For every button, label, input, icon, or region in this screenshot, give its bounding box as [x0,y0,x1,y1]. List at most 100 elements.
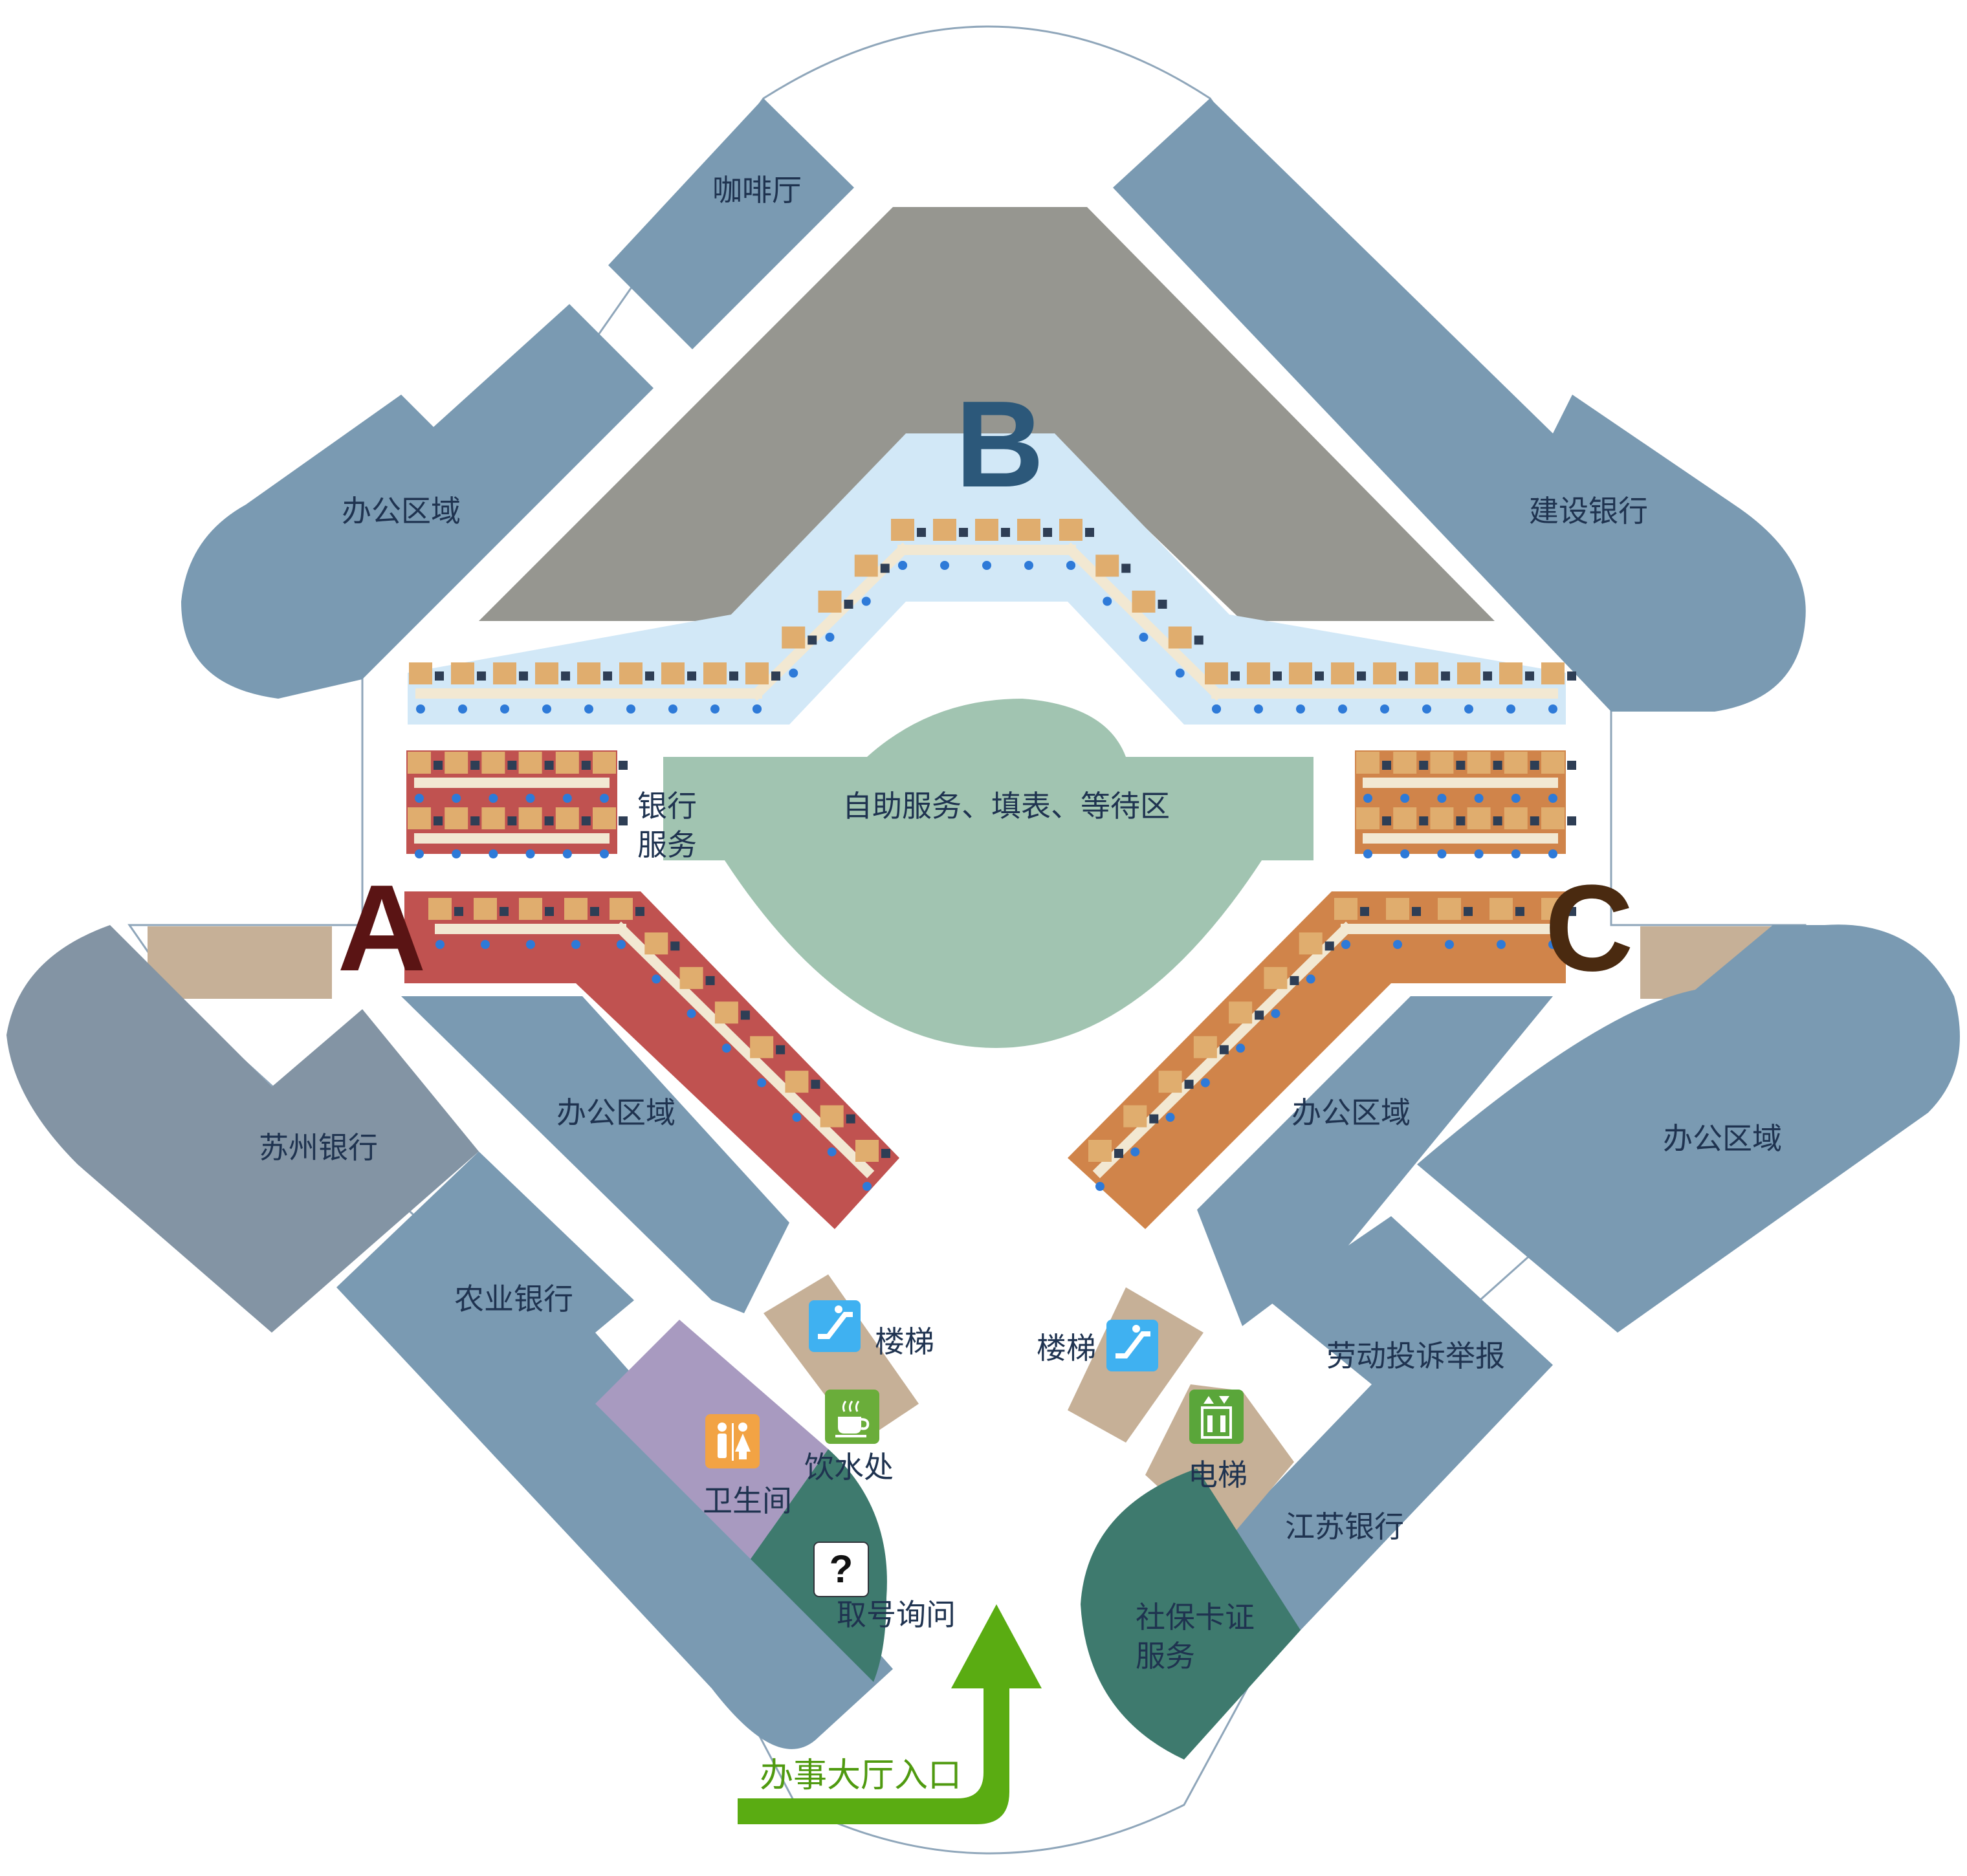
service-desk [1438,898,1461,920]
water-label: 饮水处 [804,1450,894,1485]
service-desk [577,662,600,684]
service-desk [745,662,769,684]
staff-chair [1419,761,1429,770]
staff-chair [1184,1080,1194,1089]
staff-chair [507,761,517,770]
cafe-label: 咖啡厅 [712,173,802,208]
service-desk [1504,752,1528,774]
customer-seat [710,704,720,714]
service-desk [1457,662,1480,684]
service-desk [1132,591,1156,613]
customer-seat [1363,794,1372,803]
social-card-label-line2: 服务 [1136,1639,1195,1674]
customer-seat [1400,794,1410,803]
service-desk [445,752,468,774]
office-c-label: 办公区域 [1291,1095,1411,1130]
staff-chair [1441,671,1450,681]
staff-chair [500,907,509,916]
service-desk [661,662,685,684]
zone-c-letter: C [1544,860,1633,997]
customer-seat [416,704,425,714]
customer-seat [827,1147,837,1157]
staff-chair [705,976,715,985]
customer-seat [753,704,762,714]
customer-seat [500,704,509,714]
staff-chair [544,816,554,825]
service-desk [1205,662,1228,684]
staff-chair [454,907,463,916]
staff-chair [1290,976,1299,985]
customer-seat [1548,794,1557,803]
escalator-icon [809,1300,861,1352]
staff-chair [1456,816,1466,825]
staff-chair [1001,528,1010,537]
customer-seat [940,561,949,570]
customer-seat [415,849,424,858]
customer-seat [652,974,661,984]
customer-seat [1338,704,1347,714]
service-desk [818,591,842,613]
counter-line [613,921,875,1179]
customer-seat [525,794,535,803]
customer-seat [571,940,580,949]
customer-seat [1437,794,1447,803]
staff-chair [846,1114,855,1124]
customer-seat [1548,704,1557,714]
office-a-block [401,996,789,1313]
customer-seat [562,849,572,858]
service-desk [1541,807,1565,829]
staff-chair [687,671,696,681]
bank-service-label-line2: 服务 [637,827,697,862]
office-c-block [1197,996,1553,1326]
customer-seat [982,561,991,570]
stairs-left-area [764,1274,919,1443]
service-desk [782,626,806,649]
bank-service-label-line1: 银行 [637,789,697,823]
service-desk [1504,807,1528,829]
customer-seat [1212,704,1221,714]
staff-chair [808,635,817,645]
staff-chair [1360,907,1369,916]
service-desk [408,752,431,774]
service-desk [644,932,668,955]
suzhou-bank-label: 苏州银行 [259,1130,378,1165]
service-desk [1373,662,1396,684]
staff-chair [1567,761,1576,770]
staff-chair [470,816,480,825]
service-desk [854,554,878,577]
service-desk [1059,519,1082,541]
customer-seat [1024,561,1033,570]
customer-seat [1175,668,1185,678]
service-desk [451,662,474,684]
staff-chair [1464,907,1473,916]
customer-seat [415,794,424,803]
service-desk [714,1001,738,1024]
staff-chair [1194,635,1203,645]
service-desk [555,807,579,829]
customer-seat [1236,1043,1246,1053]
inquiry-mark-text: ? [830,1547,853,1591]
customer-seat [1363,849,1372,858]
staff-chair [507,816,517,825]
counter-line [1063,542,1224,701]
service-desk [1541,898,1565,920]
customer-seat [600,849,609,858]
staff-chair [844,600,853,609]
service-desk [750,1036,774,1058]
service-desk [855,1140,879,1162]
customer-seat [792,1113,802,1122]
customer-seat [861,596,871,606]
customer-seat [542,704,551,714]
staff-chair [1315,671,1324,681]
staff-chair [740,1010,750,1020]
service-desk [593,807,616,829]
staff-chair [545,907,554,916]
service-desk [933,519,956,541]
customer-seat [1165,1113,1175,1122]
customer-seat [1548,940,1557,949]
customer-seat [825,633,835,642]
service-desk [1499,662,1522,684]
service-desk [1158,1071,1182,1093]
customer-seat [1511,849,1521,858]
